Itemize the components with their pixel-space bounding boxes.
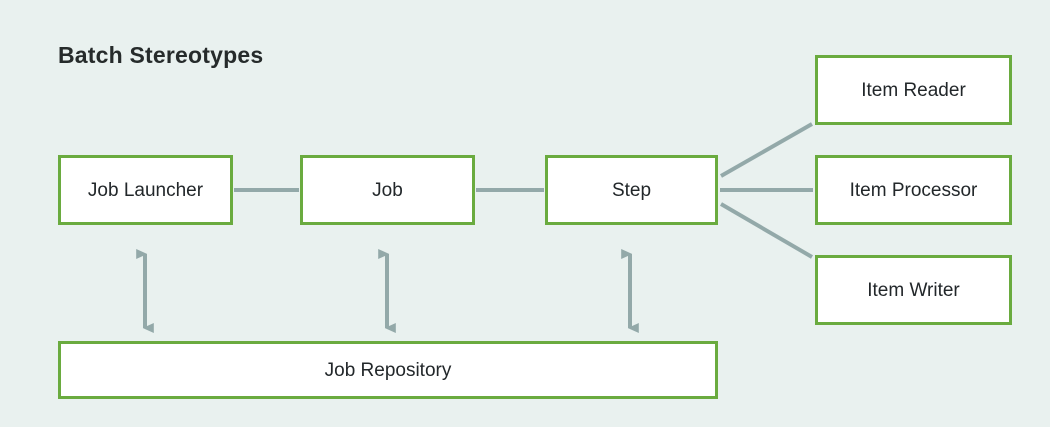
connector-step-to-item-writer	[719, 202, 814, 259]
node-job[interactable]: Job	[300, 155, 475, 225]
node-label: Job	[372, 179, 403, 201]
node-job-repository[interactable]: Job Repository	[58, 341, 718, 399]
node-label: Job Launcher	[87, 179, 204, 201]
node-label: Item Processor	[849, 179, 978, 201]
connector-step-to-item-reader	[720, 122, 813, 178]
node-job-launcher[interactable]: Job Launcher	[58, 155, 233, 225]
node-label: Item Writer	[867, 279, 960, 301]
node-item-reader[interactable]: Item Reader	[815, 55, 1012, 125]
node-step[interactable]: Step	[545, 155, 718, 225]
node-label: Item Reader	[861, 79, 966, 101]
node-label: Step	[611, 179, 652, 201]
node-item-processor[interactable]: Item Processor	[815, 155, 1012, 225]
node-label: Job Repository	[324, 359, 452, 381]
page-title: Batch Stereotypes	[58, 42, 264, 68]
node-item-writer[interactable]: Item Writer	[815, 255, 1012, 325]
